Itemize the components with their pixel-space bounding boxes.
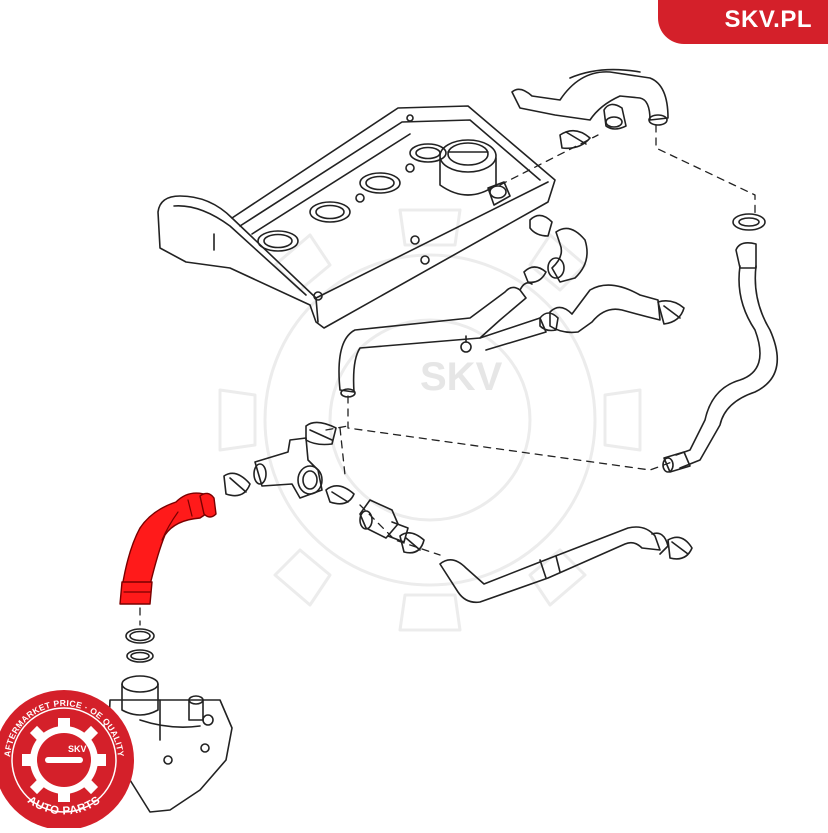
lower-vent-hose: [439, 526, 693, 604]
right-return-hose: [662, 213, 779, 473]
brand-tab: SKV.PL: [658, 0, 828, 44]
seal-center-text: SKV: [68, 744, 87, 754]
upper-breather-hose: [511, 68, 669, 150]
valve-cover: [157, 105, 556, 329]
middle-pipe-assembly: [338, 214, 685, 398]
brand-site-label[interactable]: SKV.PL: [724, 6, 812, 33]
gear-watermark-icon: [218, 208, 642, 632]
highlighted-breather-hose: [119, 492, 217, 605]
o-rings: [125, 628, 155, 663]
t-connector-assembly: [223, 421, 355, 505]
watermark-text: SKV: [420, 355, 503, 399]
inline-check-valve: [359, 499, 425, 554]
dashed-leader-lines: [139, 124, 756, 626]
gear-seal-icon: AFTERMARKET PRICE · OE QUALITY AUTO PART…: [0, 690, 134, 830]
